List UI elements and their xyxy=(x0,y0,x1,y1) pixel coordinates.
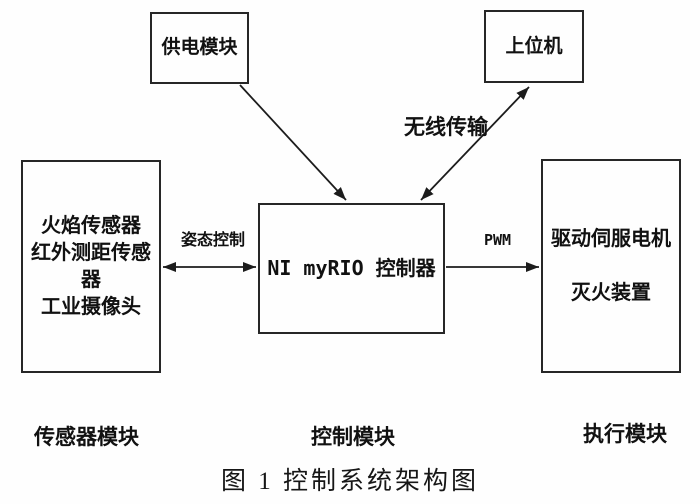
sensor-module-box: 火焰传感器 红外测距传感器 工业摄像头 xyxy=(21,160,161,373)
sensor-module-caption: 传感器模块 xyxy=(34,426,139,449)
infrared-ranging-sensor-label: 红外测距传感器 xyxy=(31,241,151,291)
control-module-caption: 控制模块 xyxy=(311,426,395,449)
industrial-camera-label: 工业摄像头 xyxy=(41,295,141,318)
pwm-label: PWM xyxy=(484,231,512,249)
edge-host-controller-bidirectional xyxy=(420,86,530,201)
actuator-module-box: 驱动伺服电机 灭火装置 xyxy=(541,159,681,373)
servo-motor-label: 驱动伺服电机 xyxy=(551,227,671,250)
attitude-control-label: 姿态控制 xyxy=(181,232,246,249)
flame-sensor-label: 火焰传感器 xyxy=(41,214,141,237)
edge-power-to-controller xyxy=(239,84,347,201)
host-computer-label: 上位机 xyxy=(505,35,563,57)
extinguisher-device-label: 灭火装置 xyxy=(571,281,651,304)
controller-label: NI myRIO 控制器 xyxy=(267,256,436,280)
wireless-transmission-label: 无线传输 xyxy=(404,116,488,139)
host-computer-box: 上位机 xyxy=(484,10,584,83)
controller-box: NI myRIO 控制器 xyxy=(258,203,445,334)
power-module-label: 供电模块 xyxy=(161,37,238,59)
figure-caption: 图 1 控制系统架构图 xyxy=(220,468,479,495)
power-module-box: 供电模块 xyxy=(150,12,249,84)
execution-module-caption: 执行模块 xyxy=(583,423,667,446)
